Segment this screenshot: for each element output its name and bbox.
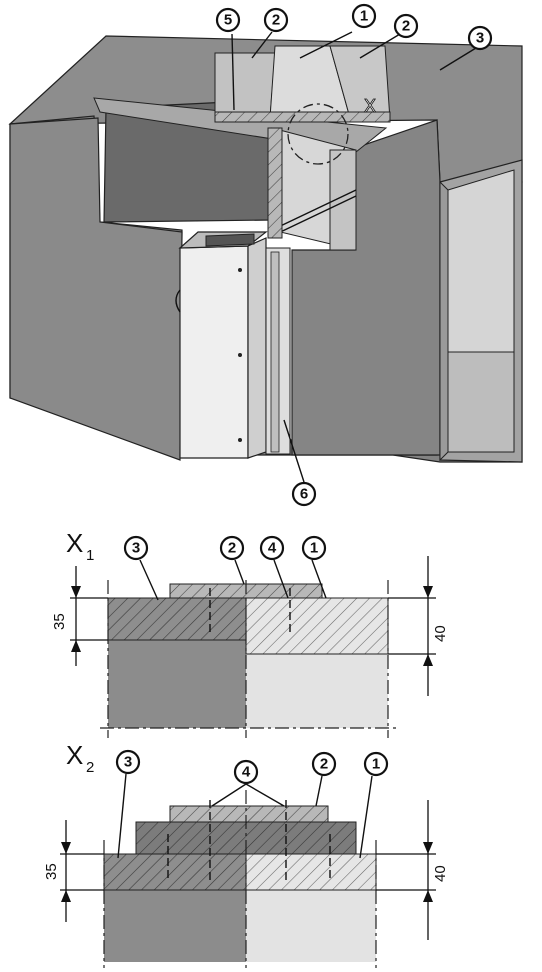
damper-inner-shaft-right: [329, 149, 357, 251]
callout-3-x2: 3: [115, 749, 141, 775]
damper-blade-section: [267, 127, 283, 239]
x1-dim-40: 40: [432, 625, 449, 642]
svg-text:3: 3: [476, 30, 484, 47]
section-x1: X 1 35 40 3: [51, 528, 449, 738]
callout-4-x2: 4: [233, 759, 259, 785]
rivet-2: [238, 353, 242, 357]
rivet-1: [238, 268, 242, 272]
x2-wall-section-3: [103, 853, 247, 891]
damper-housing-strip: [270, 251, 280, 453]
detail-circle: [287, 103, 349, 165]
svg-text:3: 3: [132, 540, 140, 557]
x2-damper-section-1: [245, 853, 377, 891]
rivet-3: [238, 438, 242, 442]
x2-dim-40: 40: [432, 865, 449, 882]
svg-text:1: 1: [360, 8, 368, 25]
damper-housing-front: [179, 245, 249, 459]
callout-2-iso-right: 2: [393, 13, 419, 39]
damper-mechanism: [205, 233, 255, 247]
svg-text:3: 3: [124, 754, 132, 771]
svg-text:4: 4: [268, 540, 277, 557]
x1-board-block: [246, 654, 388, 728]
damper-housing-side: [247, 237, 267, 459]
detail-marker-x: X: [364, 96, 376, 116]
svg-text:5: 5: [224, 12, 232, 29]
x1-wall-section-3: [107, 597, 247, 641]
x2-dim-35: 35: [43, 863, 60, 880]
svg-text:2: 2: [272, 12, 280, 29]
svg-text:1: 1: [310, 540, 318, 557]
svg-text:2: 2: [402, 18, 410, 35]
callout-1-iso: 1: [351, 3, 377, 29]
section-x1-subscript: 1: [86, 547, 94, 564]
x2-wall-block: [104, 890, 246, 962]
callout-2-x2: 2: [311, 751, 337, 777]
isometric-view: X 5 2 1 2 3: [8, 3, 523, 507]
svg-text:6: 6: [300, 486, 308, 503]
section-x2: X 2 35 40: [43, 740, 449, 968]
callout-2-x1: 2: [219, 535, 245, 561]
duct-inner-floor: [447, 351, 515, 453]
callout-5-iso: 5: [215, 7, 241, 33]
svg-text:4: 4: [242, 764, 251, 781]
x1-dim-35: 35: [51, 613, 68, 630]
x2-board-block: [246, 890, 376, 962]
callout-4-x1: 4: [259, 535, 285, 561]
callout-6-iso: 6: [291, 481, 317, 507]
callout-3-iso: 3: [467, 25, 493, 51]
svg-text:2: 2: [320, 756, 328, 773]
callout-2-iso-left: 2: [263, 7, 289, 33]
cover-board-left: [214, 52, 276, 119]
x1-damper-section-1: [245, 597, 389, 655]
svg-text:1: 1: [372, 756, 380, 773]
svg-text:2: 2: [228, 540, 236, 557]
callout-1-x1: 1: [301, 535, 327, 561]
section-x2-title: X: [66, 740, 83, 770]
callout-1-x2: 1: [363, 751, 389, 777]
x1-wall-block: [108, 640, 246, 728]
duct-inner-face: [447, 169, 515, 353]
duct-inner-side: [439, 180, 449, 462]
x2-cover-layer-upper: [169, 805, 329, 823]
section-x1-title: X: [66, 528, 83, 558]
section-x2-subscript: 2: [86, 759, 94, 776]
cover-board-edge: [214, 111, 391, 123]
callout-3-x1: 3: [123, 535, 149, 561]
